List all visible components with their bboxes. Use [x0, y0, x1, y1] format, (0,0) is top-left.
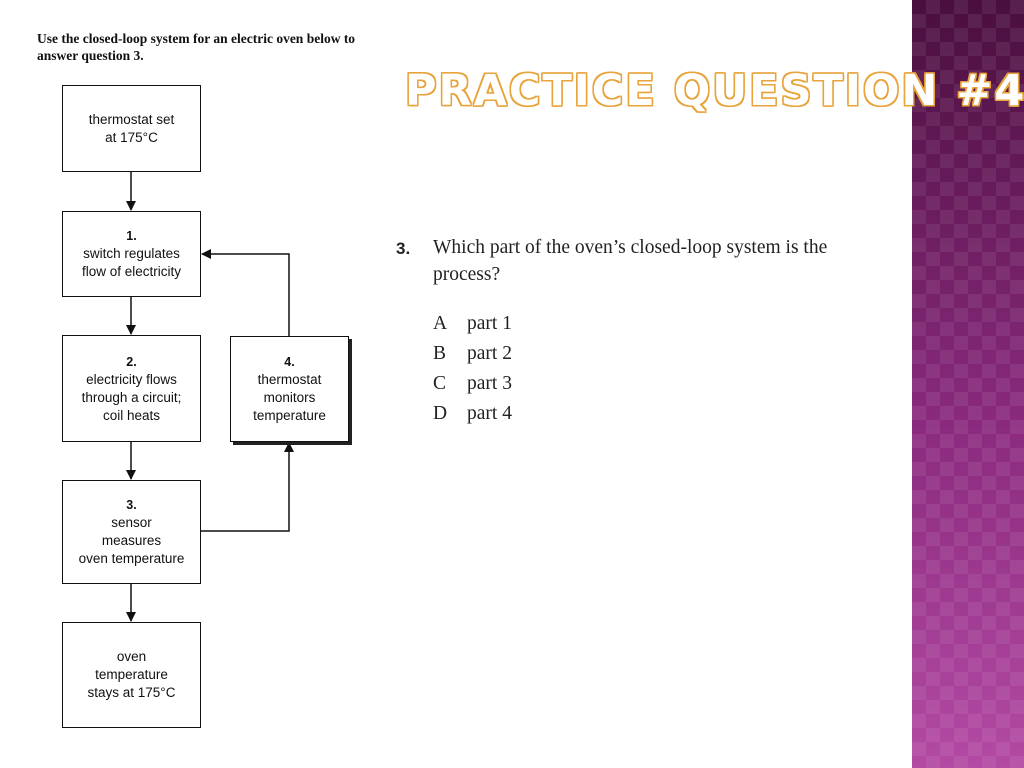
option-letter: D	[433, 403, 448, 424]
part-2-text: electricity flows through a circuit; coi…	[81, 371, 182, 423]
option-letter: B	[433, 343, 447, 364]
part-3-number: 3.	[126, 498, 137, 512]
option-text: part 4	[467, 403, 512, 424]
answer-options: A part 1 B part 2 C part 3 D part 4	[433, 309, 876, 429]
arrow-part4-to-part1	[201, 249, 290, 336]
option-text: part 2	[467, 343, 512, 364]
answer-option-b: B part 2	[433, 339, 876, 369]
input-box: thermostat set at 175°C	[62, 85, 201, 172]
part-1-box: 1. switch regulates flow of electricity	[62, 211, 201, 297]
part-1-number: 1.	[126, 229, 137, 243]
question-number: 3.	[396, 239, 411, 258]
slide-title: PRACTICE QUESTION #4	[405, 66, 1024, 116]
question-block: 3. Which part of the oven’s closed-loop …	[396, 234, 876, 429]
part-2-box: 2. electricity flows through a circuit; …	[62, 335, 201, 442]
arrow-part3-to-part4	[201, 442, 294, 532]
answer-option-a: A part 1	[433, 309, 876, 339]
part-4-text: thermostat monitors temperature	[253, 372, 326, 423]
part-3-text: sensor measures oven temperature	[78, 515, 185, 566]
part-4-box: 4. thermostat monitors temperature	[230, 336, 349, 442]
question-text: Which part of the oven’s closed-loop sys…	[433, 237, 828, 285]
output-text: oven temperature stays at 175°C	[87, 649, 176, 700]
decorative-side-band	[912, 0, 1024, 768]
option-letter: A	[433, 313, 448, 334]
part-2-number: 2.	[126, 354, 137, 369]
option-text: part 1	[467, 313, 512, 334]
flow-connectors	[126, 172, 294, 622]
part-1-text: switch regulates flow of electricity	[81, 246, 182, 279]
input-text: thermostat set at 175°C	[88, 111, 175, 145]
part-3-box: 3. sensor measures oven temperature	[62, 480, 201, 584]
diagram-instructions: Use the closed-loop system for an electr…	[37, 31, 356, 63]
part-4-number: 4.	[284, 355, 295, 369]
option-letter: C	[433, 373, 447, 394]
answer-option-d: D part 4	[433, 399, 876, 429]
option-text: part 3	[467, 373, 512, 394]
answer-option-c: C part 3	[433, 369, 876, 399]
output-box: oven temperature stays at 175°C	[62, 622, 201, 728]
